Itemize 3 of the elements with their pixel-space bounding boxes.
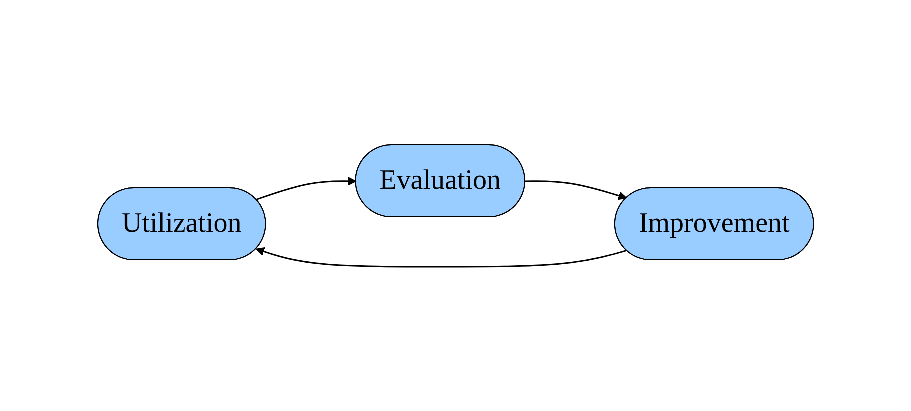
arrow: [525, 180, 627, 200]
arrow: [256, 246, 627, 268]
arrow: [256, 176, 356, 200]
